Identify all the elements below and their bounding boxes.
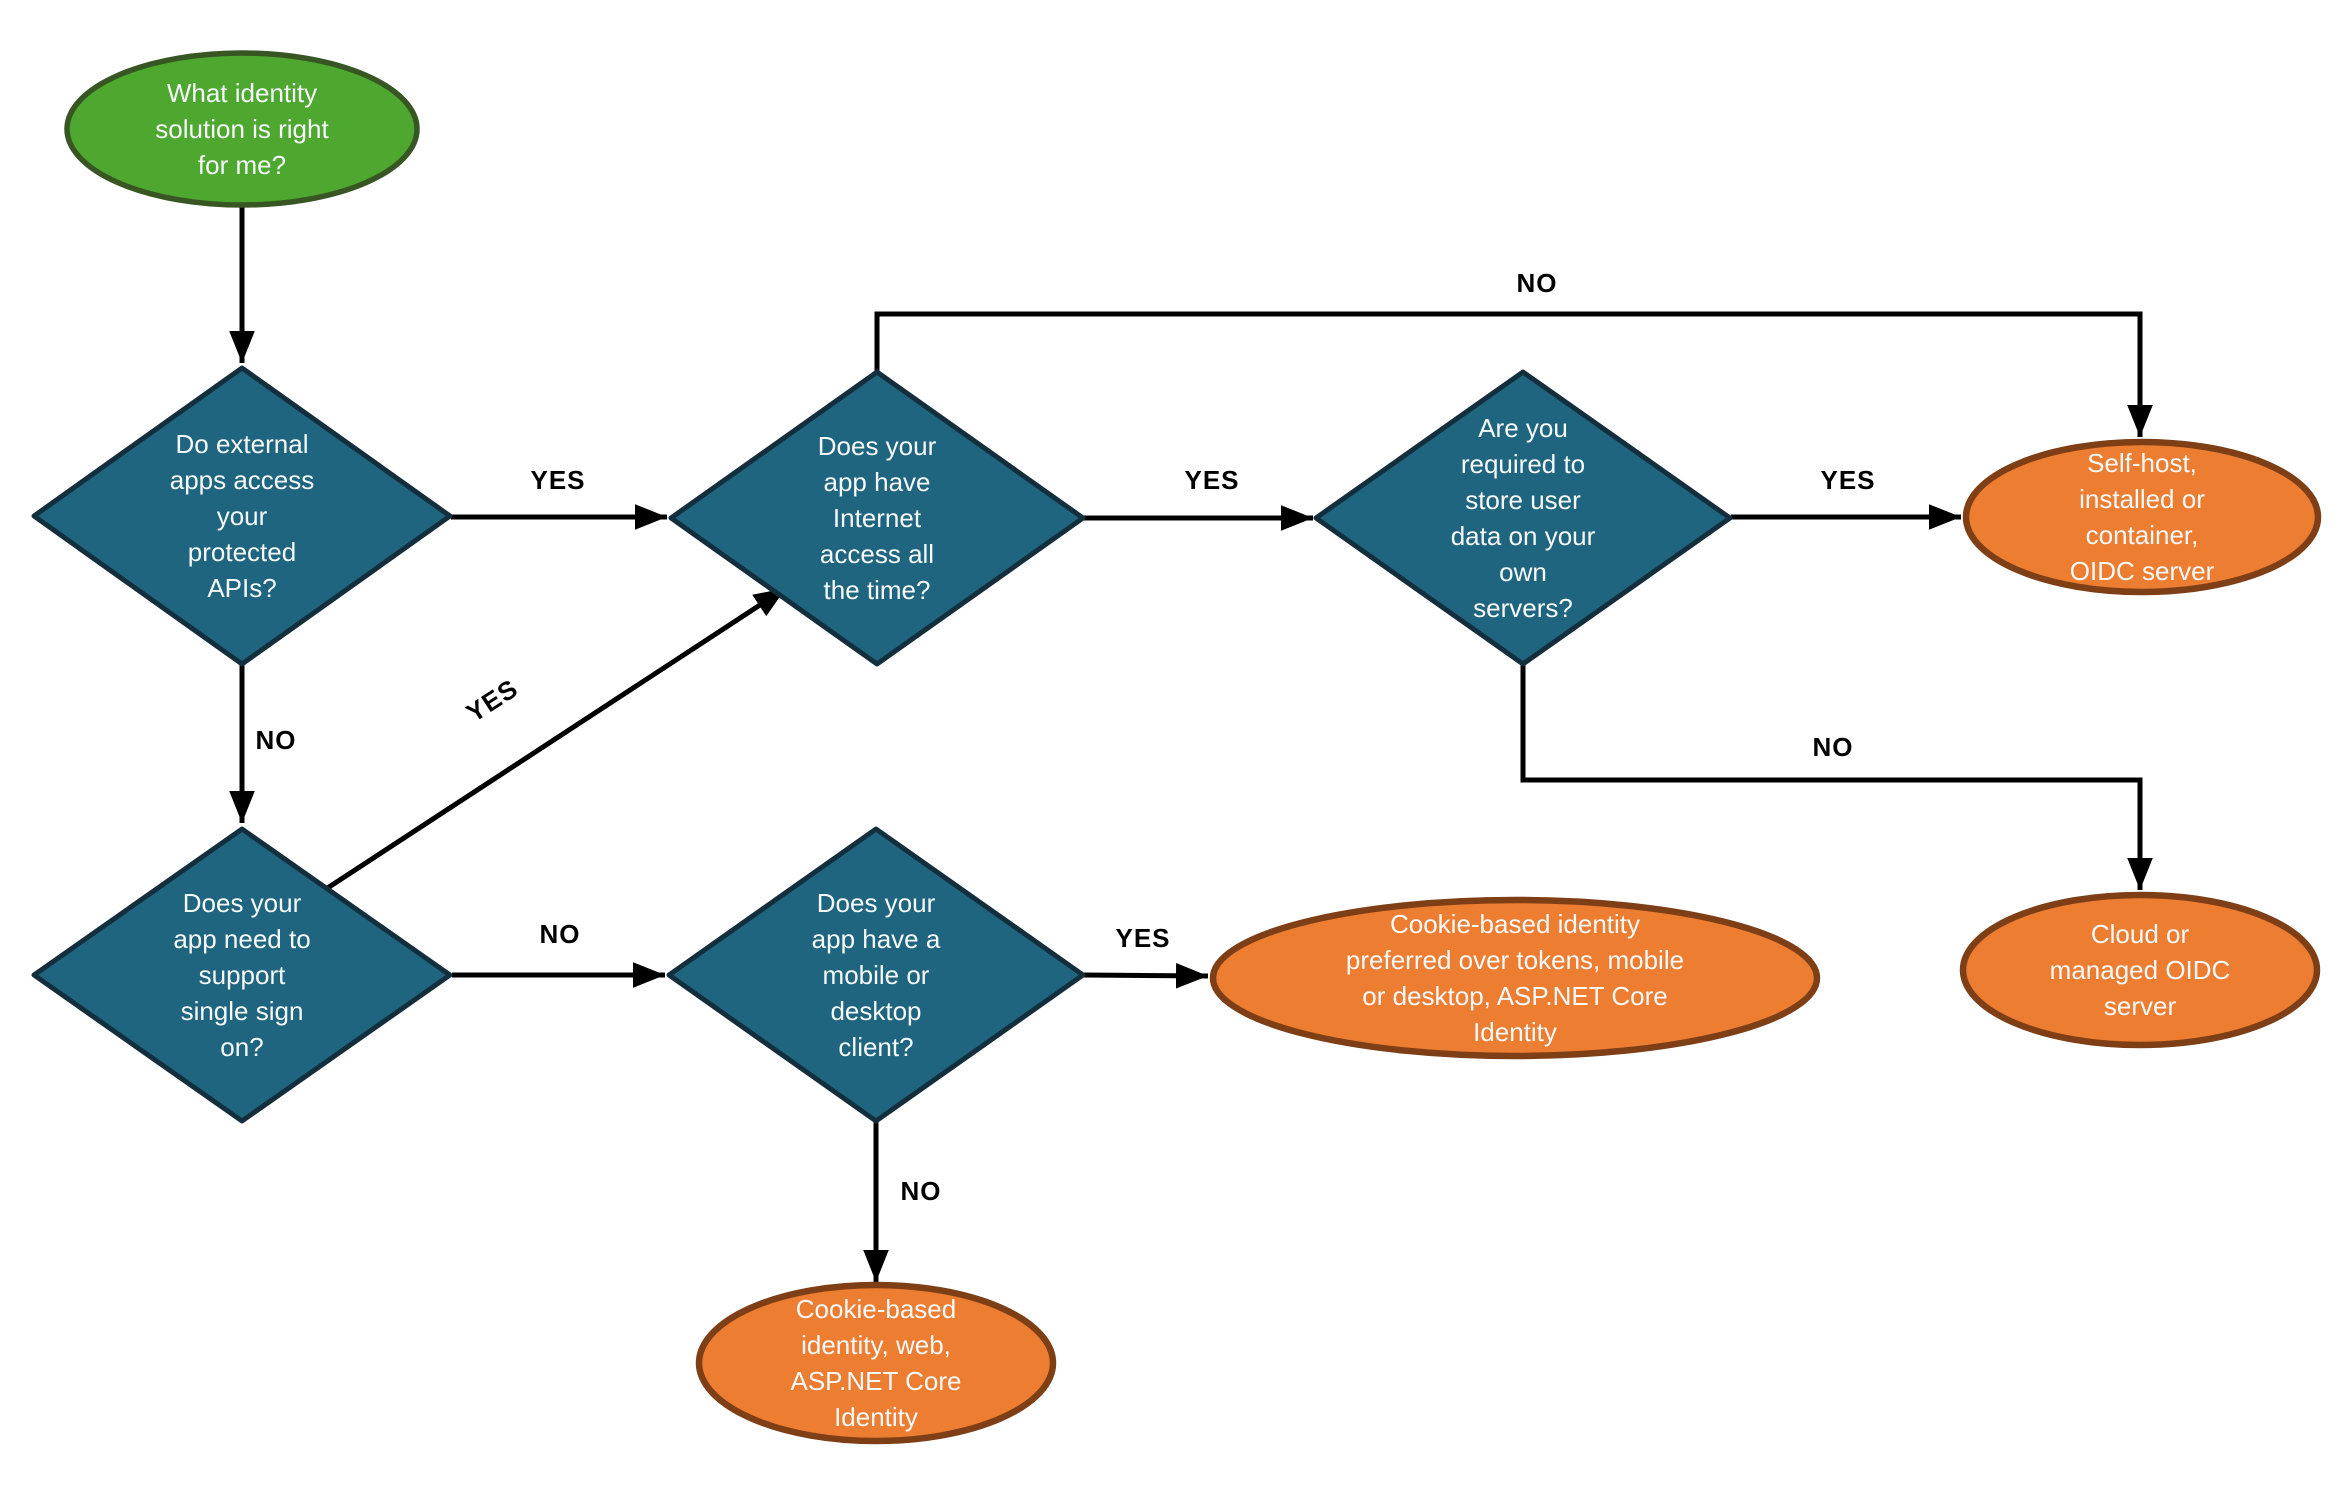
edge-single-sign-on-yes-label: YES <box>461 673 523 728</box>
edge-mobile-desktop-no-label: NO <box>901 1176 942 1206</box>
result-self-host-oidc-shape <box>1962 438 2322 596</box>
edge-store-user-data-no <box>1520 665 2153 890</box>
decision-mobile-desktop-shape <box>666 826 1086 1124</box>
decision-external-apps-shape <box>31 365 453 667</box>
edge-mobile-desktop-yes <box>1083 962 1209 989</box>
edge-internet-access-yes-label: YES <box>1184 465 1239 495</box>
edge-external-apps-yes-label: YES <box>530 465 585 495</box>
edge-internet-access-no <box>874 311 2153 437</box>
decision-internet-access-shape <box>668 369 1086 667</box>
start-question-shape <box>64 50 420 208</box>
edge-mobile-desktop-yes-label: YES <box>1115 923 1170 953</box>
edge-single-sign-on-yes <box>324 585 788 892</box>
edge-single-sign-on-no-label: NO <box>540 919 581 949</box>
edge-store-user-data-no-label: NO <box>1813 732 1854 762</box>
edge-internet-access-no-label: NO <box>1517 268 1558 298</box>
decision-single-sign-on-shape <box>31 826 453 1124</box>
result-cloud-managed-oidc-shape <box>1959 891 2321 1049</box>
result-cookie-mobile-desktop-shape <box>1209 896 1821 1060</box>
result-cookie-web-shape <box>695 1281 1057 1445</box>
decision-store-user-data-shape <box>1313 369 1733 667</box>
edge-external-apps-no-label: NO <box>256 725 297 755</box>
edge-store-user-data-yes-label: YES <box>1820 465 1875 495</box>
